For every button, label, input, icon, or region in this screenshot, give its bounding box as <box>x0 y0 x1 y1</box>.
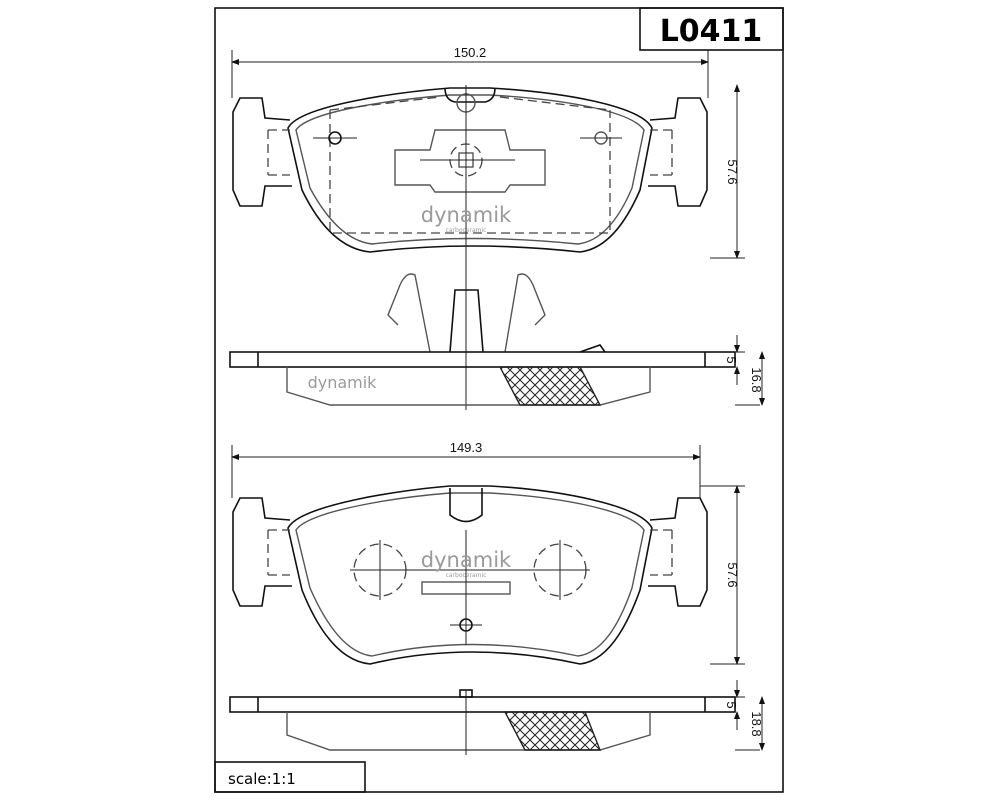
watermark-tagline: carboceramic <box>446 227 487 234</box>
top-backplate-label: 5 <box>724 356 739 363</box>
spring-clip <box>387 273 546 353</box>
bottom-thickness-label: 18.8 <box>749 711 764 736</box>
watermark-logo-bottom: dynamik <box>421 548 512 572</box>
top-thickness-label: 16.8 <box>749 367 764 392</box>
scale-label: scale:1:1 <box>228 770 296 788</box>
top-width-label: 150.2 <box>454 45 487 60</box>
top-width-dimension <box>231 50 709 98</box>
drawing-frame <box>214 7 784 793</box>
bottom-pad-front-view <box>232 485 708 665</box>
bottom-height-dimension <box>700 485 745 665</box>
watermark-logo: dynamik <box>421 203 512 227</box>
watermark-tagline-bottom: carboceramic <box>446 572 487 579</box>
bottom-width-label: 149.3 <box>450 440 483 455</box>
bottom-backplate-label: 5 <box>724 701 739 708</box>
top-height-dimension <box>710 84 745 259</box>
top-pad-side-view <box>229 335 765 406</box>
part-number: L0411 <box>660 14 763 49</box>
bottom-width-dimension <box>231 445 701 498</box>
top-pad-front-view <box>232 85 708 410</box>
bottom-pad-side-view <box>229 680 765 755</box>
watermark-logo-side: dynamik <box>308 373 378 392</box>
bottom-height-label: 57.6 <box>725 562 740 587</box>
top-height-label: 57.6 <box>725 159 740 184</box>
